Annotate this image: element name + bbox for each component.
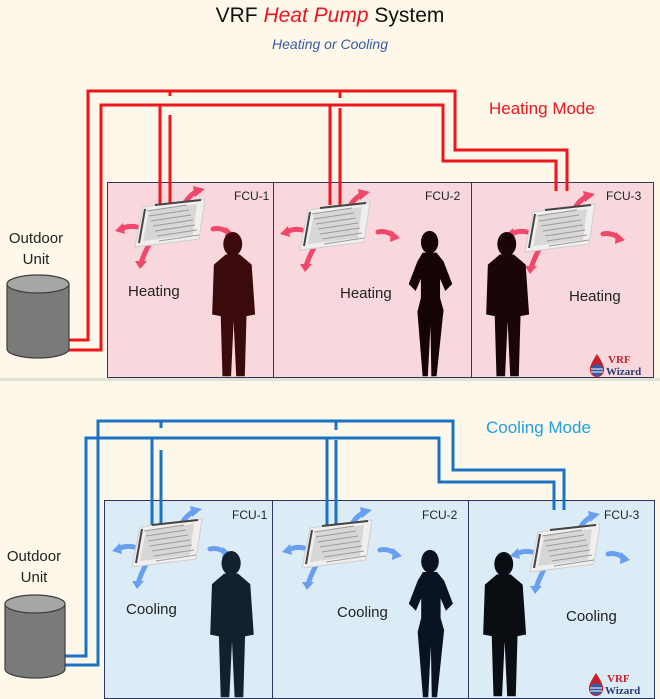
svg-text:VRF: VRF xyxy=(607,673,630,685)
fcu-label: FCU-3 xyxy=(604,508,640,522)
svg-text:Wizard: Wizard xyxy=(605,685,640,697)
svg-text:VRF: VRF xyxy=(608,354,631,366)
person-silhouette-icon xyxy=(210,551,254,698)
outdoor-label-line1: Outdoor xyxy=(6,548,62,565)
state-label: Cooling xyxy=(337,604,388,621)
fcu-label: FCU-1 xyxy=(234,189,270,203)
heating-pipes xyxy=(66,89,569,352)
svg-text:Wizard: Wizard xyxy=(606,366,641,378)
outdoor-unit-label-cooling: Outdoor Unit xyxy=(0,546,71,588)
cooling-pipe-outer xyxy=(64,419,566,667)
state-label: Heating xyxy=(340,285,392,302)
cassette-unit-icon xyxy=(112,506,232,589)
state-label: Heating xyxy=(128,283,180,300)
state-label: Cooling xyxy=(566,608,617,625)
cooling-mode-label: Cooling Mode xyxy=(486,418,591,437)
fcu-label: FCU-1 xyxy=(232,508,268,522)
person-silhouette-icon xyxy=(486,232,530,377)
state-label: Cooling xyxy=(126,601,177,618)
outdoor-label-line2: Unit xyxy=(22,251,50,268)
outdoor-label-line1: Outdoor xyxy=(8,230,64,247)
heating-pipe-inner xyxy=(66,103,558,352)
person-silhouette-icon xyxy=(483,552,527,697)
vrf-wizard-logo: VRF Wizard xyxy=(589,354,641,378)
cassette-unit-icon xyxy=(280,189,400,272)
person-silhouette-icon xyxy=(408,230,453,377)
fcu-label: FCU-3 xyxy=(606,189,642,203)
state-label: Heating xyxy=(569,288,621,305)
section-divider xyxy=(0,378,660,381)
vrf-wizard-logo: VRF Wizard xyxy=(588,673,640,697)
outdoor-unit-heating xyxy=(6,274,70,359)
cassette-unit-icon xyxy=(282,507,402,590)
title-suffix: System xyxy=(368,4,445,27)
outdoor-unit-label-heating: Outdoor Unit xyxy=(0,228,73,270)
cassette-unit-icon xyxy=(510,511,630,594)
person-silhouette-icon xyxy=(212,232,256,377)
cassette-unit-icon xyxy=(115,186,235,269)
outdoor-unit-cooling xyxy=(4,594,66,679)
title-prefix: VRF xyxy=(215,4,264,27)
title-highlight: Heat Pump xyxy=(263,4,369,27)
diagram-title: VRF Heat Pump System xyxy=(0,4,660,28)
fcu-label: FCU-2 xyxy=(425,189,461,203)
outdoor-label-line2: Unit xyxy=(20,569,48,586)
fcu-label: FCU-2 xyxy=(422,508,458,522)
person-silhouette-icon xyxy=(408,549,453,698)
heating-mode-label: Heating Mode xyxy=(489,99,595,118)
heating-pipe-outer xyxy=(66,89,569,342)
diagram-subtitle: Heating or Cooling xyxy=(272,36,388,52)
cooling-pipe-inner xyxy=(64,436,556,658)
